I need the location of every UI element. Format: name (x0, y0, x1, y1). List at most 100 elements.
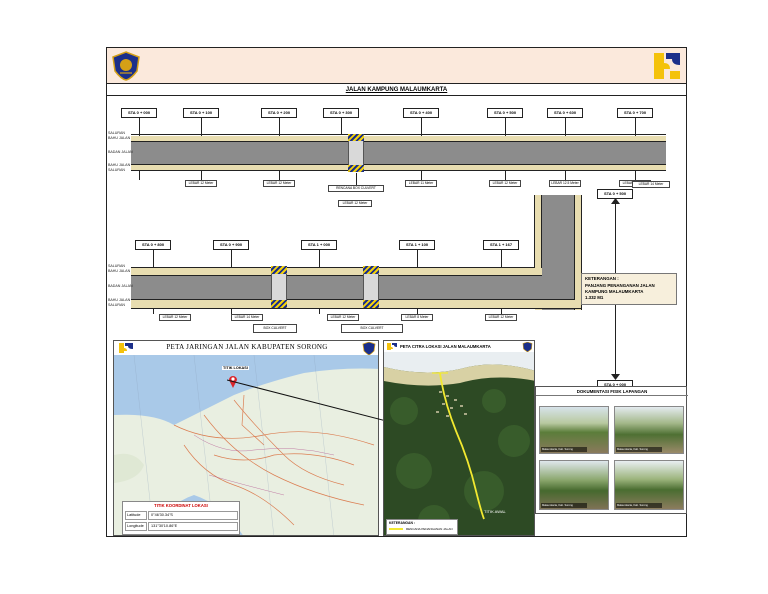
branch-sta-top: STA 0 + 500 (597, 189, 633, 199)
top-label-badan: BADAN JALAN (108, 150, 133, 154)
header-band (107, 48, 686, 84)
sat-legend-item: RENCANA PENANGANAN JALAN (406, 527, 453, 531)
top-culvert-leader (356, 173, 357, 185)
branch-top-lebar: LEBAR 14 Meter (632, 181, 670, 188)
top-road-outer-edge (131, 134, 666, 135)
top-culvert-hatch-upper (348, 134, 364, 141)
top-road-pavement (131, 142, 666, 164)
bottom-road-edge (131, 275, 542, 276)
marker-label: TITIK LOKASI (222, 366, 249, 370)
keterangan-box: KETERANGAN : PANJANG PENANGANAN JALAN KA… (581, 273, 677, 305)
bottom-sta-0: STA 0 + 800 (135, 240, 171, 250)
top-road-shoulder-upper (131, 136, 666, 141)
top-label-bahu-2: BAHU JALAN (108, 163, 131, 167)
sat-title: PETA CITRA LOKASI JALAN MALAUMKARTA (400, 344, 491, 349)
coordinate-title: TITIK KOORDINAT LOKASI (154, 503, 208, 508)
latitude-value: 0°46'30.34"S (148, 511, 238, 520)
arrow-down-icon (611, 374, 620, 380)
top-lebar-3: LEBAR 12 Meter (489, 180, 521, 187)
bottom-label-badan: BADAN JALAN (108, 284, 133, 288)
bottom-culvert-1 (271, 268, 287, 308)
arrow-up-icon (611, 198, 620, 204)
map-title-bar (114, 341, 378, 355)
top-lebar-1: LEBAR 12 Meter (263, 180, 295, 187)
branch-edge-left (541, 195, 542, 268)
top-sta-3: STA 0 + 300 (323, 108, 359, 118)
bottom-culvert-2 (363, 268, 379, 308)
bottom-lebar-0: LEBAR 12 Meter (159, 314, 191, 321)
top-sta-7: STA 0 + 700 (617, 108, 653, 118)
sat-police-emblem-icon (522, 342, 533, 352)
top-culvert (348, 136, 364, 170)
top-road-outer-edge-lower (131, 170, 666, 171)
top-sta-4: STA 0 + 400 (403, 108, 439, 118)
longitude-label: Longitude (125, 522, 147, 531)
field-photo-3-caption: Malaumkarta, Kab. Sorong (541, 502, 587, 508)
bottom-lebar-3: LEBAR 8 Meter (401, 314, 433, 321)
page-title: JALAN KAMPUNG MALAUMKARTA (345, 87, 448, 93)
branch-outer-right (581, 195, 582, 310)
bottom-sta-4: STA 1 + 167 (483, 240, 519, 250)
top-road-edge (131, 141, 666, 142)
photo-panel: DOKUMENTASI FISIK LAPANGAN Malaumkarta, … (535, 386, 688, 514)
sat-pupr-logo-icon (387, 343, 397, 350)
sat-legend-swatch (389, 528, 403, 530)
bottom-culvert-2-hatch-lower (363, 300, 379, 308)
top-label-bahu-1: BAHU JALAN (108, 136, 131, 140)
bottom-road-pavement (131, 276, 574, 299)
field-photo-3: Malaumkarta, Kab. Sorong (539, 460, 609, 510)
bottom-culvert-label-1: BOX CULVERT (253, 324, 297, 333)
field-photo-1-caption: Malaumkarta, Kab. Sorong (541, 446, 587, 452)
field-photo-1: Malaumkarta, Kab. Sorong (539, 406, 609, 454)
bottom-sta-1: STA 0 + 900 (213, 240, 249, 250)
top-sta-2: STA 0 + 200 (261, 108, 297, 118)
satellite-panel: PETA CITRA LOKASI JALAN MALAUMKARTA TITI… (383, 340, 535, 536)
sat-point-label: TITIK AWAL (484, 509, 506, 514)
bottom-culvert-2-hatch-upper (363, 266, 379, 274)
field-photo-2-caption: Malaumkarta, Kab. Sorong (616, 446, 662, 452)
map-title: PETA JARINGAN JALAN KABUPATEN SORONG (166, 343, 328, 351)
top-culvert-hatch-lower (348, 165, 364, 172)
bottom-label-saluran-1: SALURAN (108, 264, 125, 268)
bottom-lebar-1: LEBAR 14 Meter (231, 314, 263, 321)
longitude-value: 131°30'10.86"E (148, 522, 238, 531)
keterangan-heading: KETERANGAN : (585, 276, 619, 281)
top-road-edge-lower (131, 164, 666, 165)
bottom-sta-3: STA 1 + 100 (399, 240, 435, 250)
coordinate-box: TITIK KOORDINAT LOKASI Latitude 0°46'30.… (122, 501, 240, 535)
bottom-label-saluran-2: SALURAN (108, 303, 125, 307)
branch-outer-left (534, 195, 535, 268)
satellite-image (384, 341, 534, 535)
top-culvert-lebar: LEBAR 12 Meter (338, 200, 372, 207)
branch-edge-right (574, 195, 575, 310)
top-road-shoulder-lower (131, 165, 666, 170)
bottom-culvert-label-2: BOX CULVERT (341, 324, 403, 333)
bottom-sta-2: STA 1 + 000 (301, 240, 337, 250)
top-sta-line-3 (341, 118, 342, 134)
keterangan-length: 1.332 M1 (585, 295, 604, 300)
top-label-saluran-2: SALURAN (108, 168, 125, 172)
top-sta-6: STA 0 + 600 (547, 108, 583, 118)
police-emblem-icon (112, 51, 140, 81)
field-photo-4: Malaumkarta, Kab. Sorong (614, 460, 684, 510)
latitude-label: Latitude (125, 511, 147, 520)
sat-legend-title: KETERANGAN : (389, 521, 415, 525)
photo-panel-title: DOKUMENTASI FISIK LAPANGAN (536, 387, 688, 396)
bottom-label-bahu-1: BAHU JALAN (108, 269, 131, 273)
pupr-logo-icon (654, 53, 680, 79)
bottom-label-bahu-2: BAHU JALAN (108, 298, 131, 302)
top-lebar-0: LEBAR 12 Meter (185, 180, 217, 187)
bottom-lebar-4: LEBAR 12 Meter (485, 314, 517, 321)
top-lebar-2: LEBAR 11 Meter (405, 180, 437, 187)
bottom-road-shoulder-upper (131, 268, 541, 275)
bottom-road-outer-edge-lower (131, 308, 582, 309)
bottom-road-edge-lower (131, 299, 574, 300)
top-sta-1: STA 0 + 100 (183, 108, 219, 118)
road-network-map-panel: PETA JARINGAN JALAN KABUPATEN SORONG (113, 340, 379, 536)
bottom-culvert-1-hatch-upper (271, 266, 287, 274)
keterangan-text: PANJANG PENANGANAN JALAN KAMPUNG MALAUMK… (585, 283, 655, 294)
top-sta-0: STA 0 + 000 (121, 108, 157, 118)
top-lebar-4: LEBAR 12.5 Meter (549, 180, 581, 187)
bottom-culvert-1-hatch-lower (271, 300, 287, 308)
field-photo-2: Malaumkarta, Kab. Sorong (614, 406, 684, 454)
